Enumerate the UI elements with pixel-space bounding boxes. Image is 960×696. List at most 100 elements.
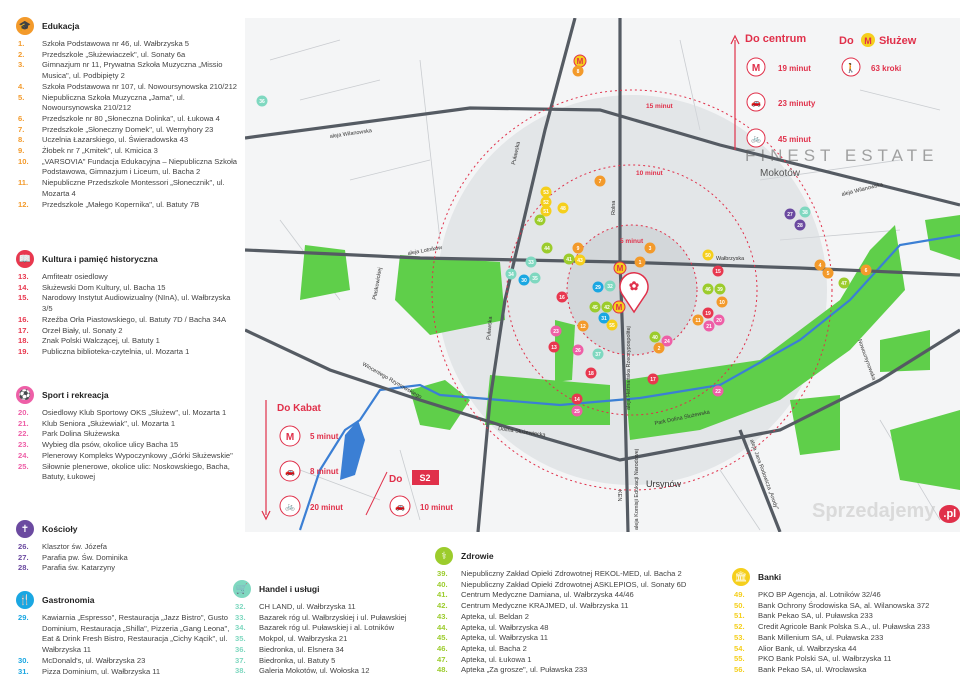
poi-marker[interactable]: 7 xyxy=(594,175,606,187)
poi-marker[interactable]: 10 xyxy=(716,296,728,308)
poi-marker[interactable]: 1 xyxy=(634,256,646,268)
watermark-brand: FINEST ESTATE xyxy=(745,146,939,165)
item-text: Orzeł Biały, ul. Sonaty 2 xyxy=(42,325,123,335)
poi-marker[interactable]: 21 xyxy=(703,320,715,332)
poi-marker-circle xyxy=(598,312,610,324)
poi-marker[interactable]: 8 xyxy=(572,65,584,77)
poi-marker[interactable]: 24 xyxy=(661,335,673,347)
metro-icon xyxy=(279,425,301,447)
poi-marker[interactable]: 12 xyxy=(577,320,589,332)
poi-marker[interactable]: 14 xyxy=(571,393,583,405)
metro-station-icon[interactable]: M xyxy=(613,261,627,275)
poi-marker[interactable]: 32 xyxy=(604,280,616,292)
metro-station-icon[interactable]: M xyxy=(612,300,626,314)
poi-marker[interactable]: 5 xyxy=(822,267,834,279)
poi-marker[interactable]: 52 xyxy=(540,196,552,208)
poi-marker-label: 30 xyxy=(521,278,527,284)
item-number: 38. xyxy=(235,666,246,676)
poi-marker[interactable]: 39 xyxy=(714,283,726,295)
item-text: Narodowy Instytut Audiowizualny (NInA), … xyxy=(42,293,231,314)
poi-marker[interactable]: 11 xyxy=(692,314,704,326)
poi-marker[interactable]: 40 xyxy=(649,331,661,343)
poi-marker-label: 6 xyxy=(865,268,868,274)
poi-marker[interactable]: 23 xyxy=(550,325,562,337)
poi-marker[interactable]: 36 xyxy=(256,95,268,107)
poi-marker[interactable]: 51 xyxy=(540,205,552,217)
poi-marker[interactable]: 30 xyxy=(518,274,530,286)
poi-marker[interactable]: 26 xyxy=(572,344,584,356)
ring-label-5: 5 minut xyxy=(620,238,644,245)
poi-marker[interactable]: 3 xyxy=(644,242,656,254)
poi-marker[interactable]: 15 xyxy=(712,265,724,277)
poi-marker[interactable]: 31 xyxy=(598,312,610,324)
poi-marker-circle xyxy=(585,367,597,379)
poi-marker[interactable]: 13 xyxy=(548,341,560,353)
poi-marker[interactable]: 48 xyxy=(557,202,569,214)
poi-marker[interactable]: 41 xyxy=(563,253,575,265)
poi-marker[interactable]: 44 xyxy=(541,242,553,254)
poi-marker[interactable]: 45 xyxy=(589,301,601,313)
poi-marker[interactable]: 17 xyxy=(647,373,659,385)
poi-marker-label: 25 xyxy=(574,409,580,415)
poi-marker[interactable]: 53 xyxy=(540,186,552,198)
item-text: Biedronka, ul. Batuty 5 xyxy=(259,655,336,665)
poi-marker[interactable]: 43 xyxy=(574,254,586,266)
bank-icon: 🏛 xyxy=(732,568,750,586)
list-item: 56.Bank Pekao SA, ul. Wrocławska xyxy=(734,665,958,676)
poi-marker-label: 12 xyxy=(580,324,586,330)
list-item: 43.Apteka, ul. Beldan 2 xyxy=(437,612,731,623)
poi-marker-circle xyxy=(557,202,569,214)
poi-marker-circle xyxy=(649,331,661,343)
item-number: 43. xyxy=(437,611,448,621)
property-pin-icon[interactable]: ✿ xyxy=(619,272,649,314)
metro-station-icon[interactable]: M xyxy=(573,54,587,68)
poi-marker[interactable]: 22 xyxy=(712,385,724,397)
poi-marker[interactable]: 50 xyxy=(702,249,714,261)
item-number: 8. xyxy=(18,135,25,145)
poi-marker[interactable]: 6 xyxy=(860,264,872,276)
street-label-ken: aleja Komisji Edukacji Narodowej xyxy=(634,449,640,530)
list-item: 39.Niepubliczny Zakład Opieki Zdrowotnej… xyxy=(437,569,731,580)
list-item: 8.Uczelnia Łazarskiego, ul. Świeradowska… xyxy=(18,135,242,146)
poi-marker[interactable]: 18 xyxy=(585,367,597,379)
item-number: 45. xyxy=(437,633,448,643)
poi-marker[interactable]: 25 xyxy=(571,405,583,417)
poi-marker[interactable]: 29 xyxy=(592,281,604,293)
poi-marker[interactable]: 28 xyxy=(794,219,806,231)
section-kultura: 📖Kultura i pamięć historyczna 13.Amfitea… xyxy=(16,250,242,358)
item-number: 41. xyxy=(437,590,448,600)
street-label: Puławska xyxy=(511,140,522,165)
item-text: Bank Millenium SA, ul. Puławska 233 xyxy=(758,632,884,642)
poi-marker[interactable]: 33 xyxy=(525,256,537,268)
poi-marker[interactable]: 16 xyxy=(556,291,568,303)
poi-marker[interactable]: 4 xyxy=(814,259,826,271)
poi-marker[interactable]: 20 xyxy=(713,314,725,326)
poi-marker-circle xyxy=(550,325,562,337)
item-number: 30. xyxy=(18,655,29,665)
poi-marker[interactable]: 34 xyxy=(505,268,517,280)
poi-marker-circle xyxy=(574,254,586,266)
poi-marker[interactable]: 37 xyxy=(592,348,604,360)
poi-marker[interactable]: 46 xyxy=(702,283,714,295)
poi-marker-circle xyxy=(594,175,606,187)
poi-marker-label: 24 xyxy=(664,339,670,345)
poi-marker[interactable]: 35 xyxy=(529,272,541,284)
poi-marker[interactable]: 2 xyxy=(653,342,665,354)
poi-marker[interactable]: 38 xyxy=(799,206,811,218)
item-number: 3. xyxy=(18,60,25,70)
item-number: 28. xyxy=(18,563,29,573)
poi-marker[interactable]: 47 xyxy=(838,277,850,289)
poi-marker[interactable]: 27 xyxy=(784,208,796,220)
poi-marker[interactable]: 9 xyxy=(572,242,584,254)
poi-marker[interactable]: 42 xyxy=(601,301,613,313)
item-number: 49. xyxy=(734,590,745,599)
item-text: Credit Agricole Bank Polska S.A., ul. Pu… xyxy=(758,622,930,632)
transport-centrum: Do centrum M 19 minut 🚗 23 minuty 🚲 45 m… xyxy=(730,33,816,150)
item-number: 42. xyxy=(437,601,448,611)
poi-marker[interactable]: 19 xyxy=(702,307,714,319)
item-text: Publiczna biblioteka-czytelnia, ul. Moza… xyxy=(42,346,190,356)
poi-marker[interactable]: 55 xyxy=(606,319,618,331)
poi-marker[interactable]: 49 xyxy=(534,214,546,226)
